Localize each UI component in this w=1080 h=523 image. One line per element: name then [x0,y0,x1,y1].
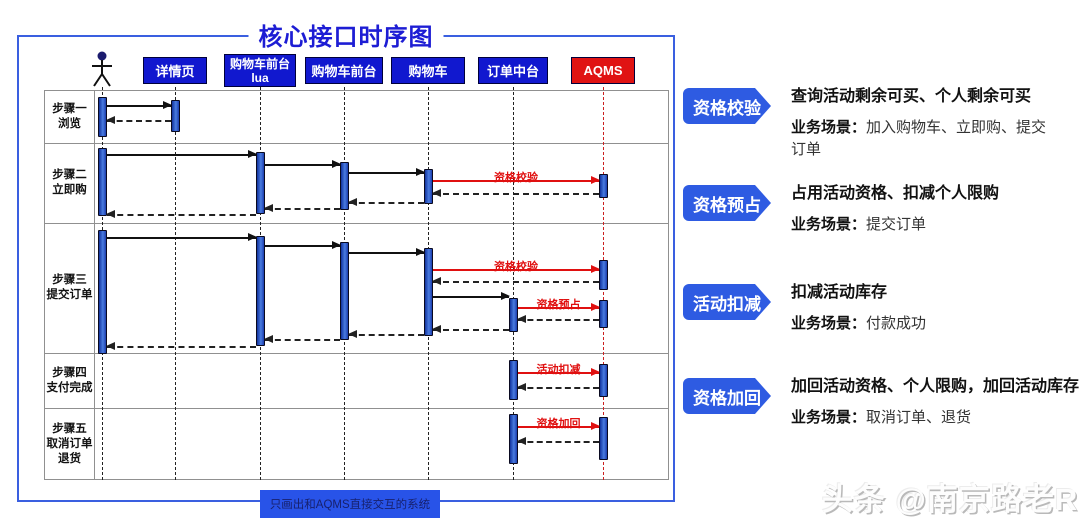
legend-panel-qualification-hold: 资格预占 占用活动资格、扣减个人限购 业务场景：提交订单 [683,183,1073,236]
legend-headline: 加回活动资格、个人限购，加回活动库存 [791,378,1080,395]
row-divider [45,408,668,409]
legend-text: 加回活动资格、个人限购，加回活动库存 业务场景：取消订单、退货 [791,376,1080,429]
step-label-1: 步骤一 浏览 [52,103,87,130]
legend-scenario: 业务场景：付款成功 [791,313,1053,335]
return-arrow [106,116,171,124]
message-label: 资格校验 [494,172,538,184]
lifeline-detail-page [175,87,176,480]
return-arrow [106,210,256,218]
return-arrow [264,335,340,343]
legend-badge: 资格校验 [683,88,771,124]
step-label-5: 步骤五 取消订单 退货 [46,423,93,465]
legend-headline: 查询活动剩余可买、个人剩余可买 [791,88,1032,105]
activation-bar [599,417,608,460]
step-label-2: 步骤二 立即购 [52,169,87,196]
legend-text: 占用活动资格、扣减个人限购 业务场景：提交订单 [791,183,1053,236]
step-grid: 步骤一 浏览 步骤二 立即购 步骤三 提交订单 步骤四 支付完成 步骤五 取消订… [44,90,669,480]
step-label-3: 步骤三 提交订单 [46,274,93,301]
scenario-value: 加入购物车、立即购、提交订单 [791,119,1047,158]
legend-text: 查询活动剩余可买、个人剩余可买 业务场景：加入购物车、立即购、提交订单 [791,86,1053,161]
message-arrow-qualification-check: 资格校验 [433,172,600,184]
row-divider [45,223,668,224]
legend-scenario: 业务场景：取消订单、退货 [791,407,1053,429]
scenario-value: 取消订单、退货 [866,409,972,426]
lifeline-order-center [513,87,514,480]
activation-bar [256,236,265,346]
message-label: 资格校验 [494,261,538,273]
scenario-label: 业务场景： [791,119,867,136]
watermark: 头条 @南京路老R [822,482,1079,517]
activation-bar [98,230,107,354]
message-label: 资格加回 [536,418,581,430]
message-arrow [433,292,510,300]
legend-headline: 扣减活动库存 [791,284,888,301]
return-arrow [264,204,340,212]
message-arrow [107,101,172,109]
message-arrow [107,150,257,158]
message-label: 活动扣减 [536,364,581,376]
activation-bar [340,162,349,210]
scenario-label: 业务场景： [791,216,867,233]
activation-bar [340,242,349,340]
scenario-value: 提交订单 [866,216,927,233]
scenario-value: 付款成功 [866,315,927,332]
page-title: 核心接口时序图 [248,17,444,52]
legend-badge: 资格预占 [683,185,771,221]
user-actor-icon [92,51,112,87]
activation-bar [171,100,180,132]
actor-cart: 购物车 [391,57,465,84]
activation-bar [599,364,608,397]
return-arrow [517,437,599,445]
label-column-divider [94,91,95,479]
legend-badge: 活动扣减 [683,284,771,320]
message-arrow-qualification-check: 资格校验 [433,261,600,273]
actor-cart-front: 购物车前台 [305,57,383,84]
activation-bar [98,148,107,216]
message-arrow [349,248,425,256]
return-arrow [106,342,256,350]
activation-bar [509,360,518,400]
message-arrow [265,160,341,168]
row-divider [45,353,668,354]
return-arrow [517,315,599,323]
scenario-label: 业务场景： [791,409,867,426]
message-arrow-qualification-hold: 资格预占 [518,299,600,311]
legend-badge: 资格加回 [683,378,771,414]
activation-bar [599,260,608,290]
step-label-4: 步骤四 支付完成 [46,366,93,394]
diagram-frame: 核心接口时序图 详情页 购物车前台 lua 购物车前台 购物车 订单中台 AQM… [17,17,675,518]
return-arrow [348,330,424,338]
message-arrow-qualification-giveback: 资格加回 [518,418,600,430]
row-divider [45,143,668,144]
activation-bar [599,174,608,198]
legend-scenario: 业务场景：提交订单 [791,214,1053,236]
legend-panel-qualification-giveback: 资格加回 加回活动资格、个人限购，加回活动库存 业务场景：取消订单、退货 [683,376,1080,429]
return-arrow [432,325,509,333]
return-arrow [432,277,599,285]
actor-order-center: 订单中台 [478,57,548,84]
legend-text: 扣减活动库存 业务场景：付款成功 [791,282,1053,335]
activation-bar [424,169,433,204]
message-arrow-activity-deduct: 活动扣减 [518,364,600,376]
return-arrow [348,198,424,206]
diagram-note: 只画出和AQMS直接交互的系统 [260,490,440,518]
message-arrow [107,233,257,241]
message-arrow [349,168,425,176]
legend-panel-qualification-check: 资格校验 查询活动剩余可买、个人剩余可买 业务场景：加入购物车、立即购、提交订单 [683,86,1073,161]
actor-detail-page: 详情页 [143,57,207,84]
message-label: 资格预占 [536,299,581,311]
legend-panel-activity-deduct: 活动扣减 扣减活动库存 业务场景：付款成功 [683,282,1073,335]
legend-scenario: 业务场景：加入购物车、立即购、提交订单 [791,117,1053,161]
actor-aqms: AQMS [571,57,635,84]
actor-cart-front-lua: 购物车前台 lua [224,54,296,87]
scenario-label: 业务场景： [791,315,867,332]
activation-bar [424,248,433,336]
message-arrow [265,241,341,249]
legend-headline: 占用活动资格、扣减个人限购 [791,185,1000,202]
activation-bar [256,152,265,214]
return-arrow [432,189,599,197]
return-arrow [517,383,599,391]
activation-bar [599,300,608,328]
